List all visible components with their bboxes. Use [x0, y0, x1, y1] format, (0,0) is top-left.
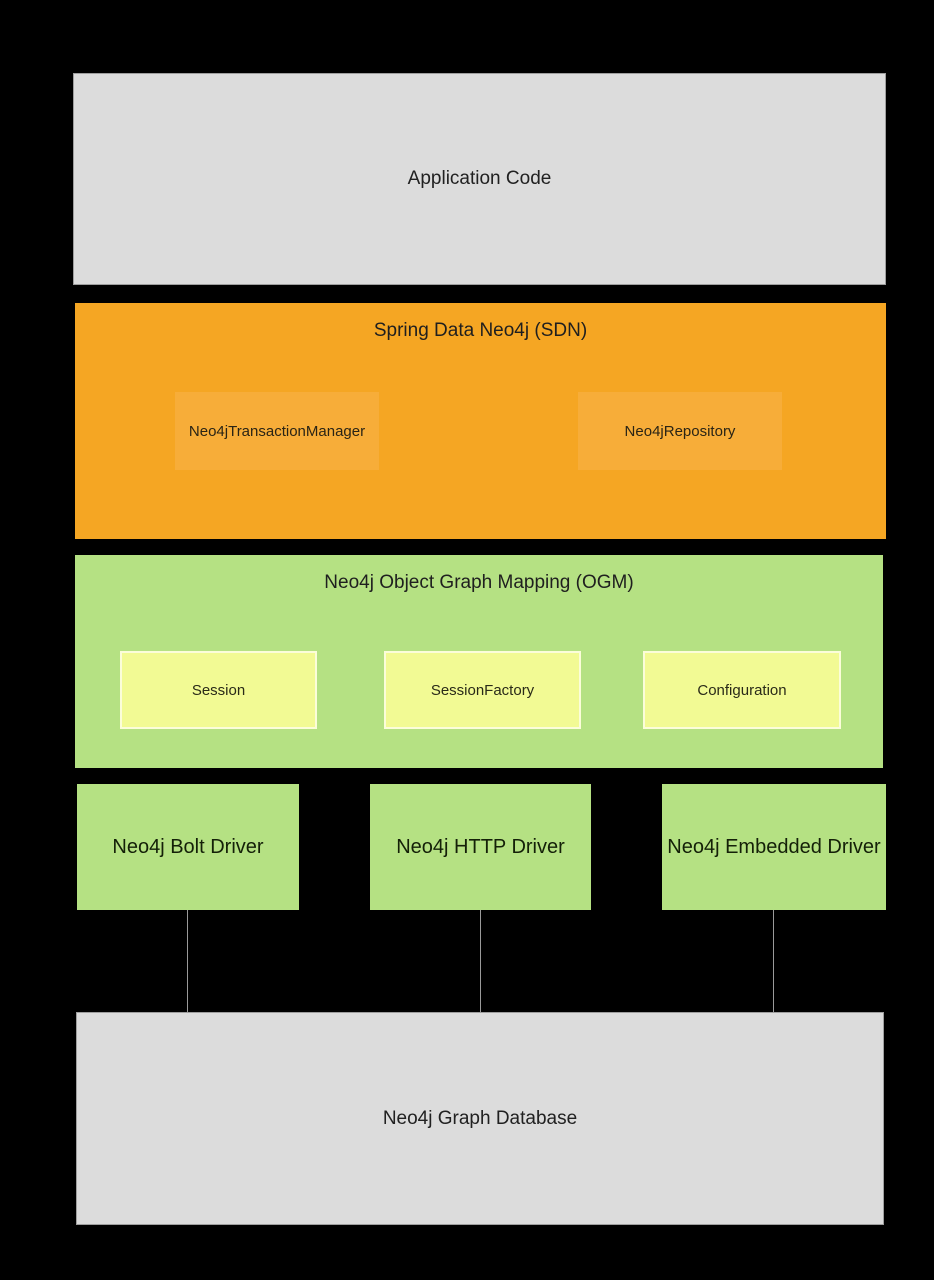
driver-box-embedded-label: Neo4j Embedded Driver — [667, 835, 881, 858]
ogm-component-configuration-label: Configuration — [697, 681, 787, 699]
graph-database-box: Neo4j Graph Database — [76, 1012, 884, 1225]
driver-box-http-label: Neo4j HTTP Driver — [396, 835, 565, 858]
sdn-layer-title: Spring Data Neo4j (SDN) — [373, 320, 588, 341]
connector-line-bolt-to-database — [187, 910, 188, 1012]
graph-database-label: Neo4j Graph Database — [382, 1107, 578, 1129]
driver-box-bolt-label: Neo4j Bolt Driver — [112, 835, 264, 858]
sdn-component-repository-label: Neo4jRepository — [624, 422, 736, 440]
sdn-layer-box: Spring Data Neo4j (SDN) Neo4jTransaction… — [75, 303, 886, 539]
ogm-component-session-factory: SessionFactory — [384, 651, 581, 729]
connector-line-http-to-database — [480, 910, 481, 1012]
sdn-component-transaction-manager: Neo4jTransactionManager — [175, 392, 379, 470]
driver-box-bolt: Neo4j Bolt Driver — [77, 784, 299, 910]
ogm-layer-title: Neo4j Object Graph Mapping (OGM) — [324, 572, 634, 593]
application-code-box: Application Code — [73, 73, 886, 285]
ogm-layer-box: Neo4j Object Graph Mapping (OGM) Session… — [75, 555, 883, 768]
ogm-component-configuration: Configuration — [643, 651, 841, 729]
ogm-component-session-factory-label: SessionFactory — [430, 681, 535, 699]
driver-box-http: Neo4j HTTP Driver — [370, 784, 591, 910]
sdn-component-transaction-manager-label: Neo4jTransactionManager — [188, 422, 366, 440]
connector-line-embedded-to-database — [773, 910, 774, 1012]
ogm-component-session-label: Session — [191, 681, 246, 699]
application-code-label: Application Code — [407, 168, 552, 189]
sdn-component-repository: Neo4jRepository — [578, 392, 782, 470]
ogm-component-session: Session — [120, 651, 317, 729]
driver-box-embedded: Neo4j Embedded Driver — [662, 784, 886, 910]
